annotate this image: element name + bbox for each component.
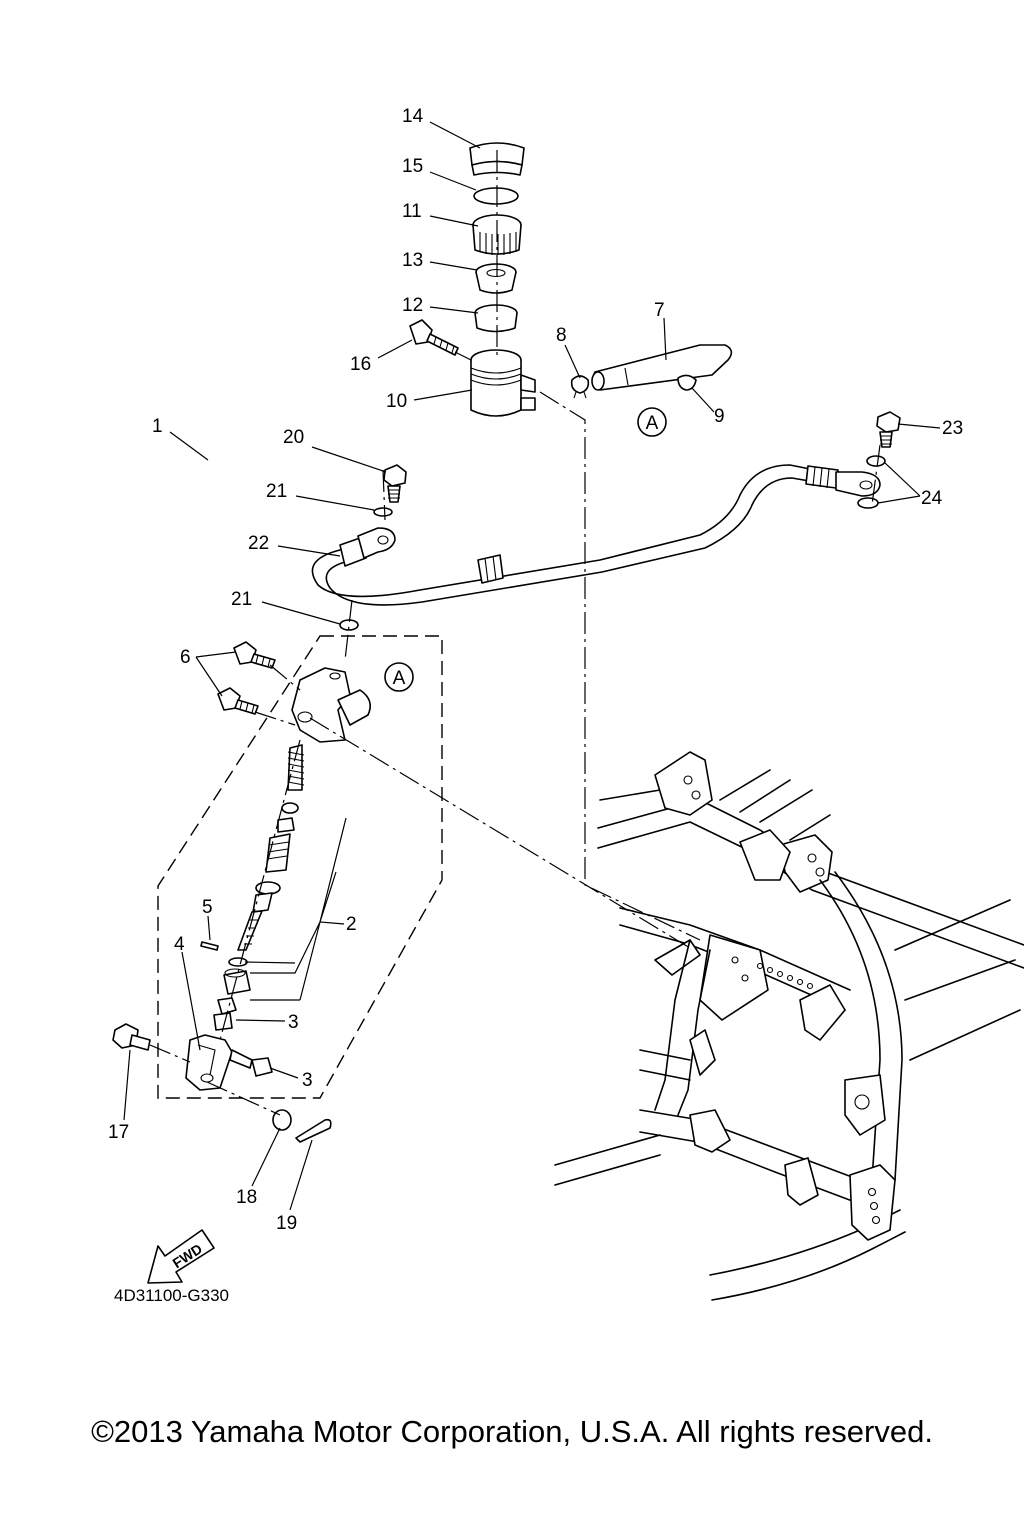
float-12 (474, 304, 518, 333)
reservoir-tank-10 (470, 349, 536, 417)
callout-1: 1 (152, 416, 163, 437)
union-bolt-20 (383, 464, 407, 503)
frame-drawing (554, 751, 1024, 1301)
diagram-part-code: 4D31100-G330 (114, 1286, 229, 1305)
clevis-pin-17 (112, 1023, 151, 1051)
center-line-bolts (254, 664, 301, 726)
diaphragm-13 (475, 263, 517, 294)
callout-4: 4 (174, 934, 185, 955)
clevis-4 (185, 1034, 253, 1091)
callout-15: 15 (402, 156, 423, 177)
copper-washer-21-top (373, 507, 393, 517)
hose-clamp-8 (570, 375, 590, 399)
callout-19: 19 (276, 1213, 297, 1234)
copper-washer-24-bottom (857, 497, 879, 509)
reservoir-hose-7 (591, 344, 733, 391)
center-line-screw (454, 351, 472, 361)
brake-hose-22 (311, 464, 881, 606)
callout-7: 7 (654, 300, 665, 321)
callout-2: 2 (346, 914, 357, 935)
master-cylinder-body (291, 667, 371, 743)
union-bolt-23 (876, 411, 901, 448)
callout-3-top: 3 (288, 1012, 299, 1033)
connector-a-top: A (637, 407, 667, 437)
center-line-clevis-pin (149, 1044, 281, 1116)
copper-washer-24-top (866, 455, 886, 467)
callout-17: 17 (108, 1122, 129, 1143)
nuts-3 (213, 997, 273, 1077)
diaphragm-plate-15 (473, 187, 519, 205)
bolts-6 (217, 641, 276, 715)
center-line-cylinder (309, 717, 691, 949)
callout-23: 23 (942, 418, 963, 439)
center-line-hose-top (382, 469, 386, 521)
center-line-hose-rear (871, 444, 881, 506)
callout-8: 8 (556, 325, 567, 346)
callout-18: 18 (236, 1187, 257, 1208)
callout-22: 22 (248, 533, 269, 554)
hose-clamp-9 (677, 374, 697, 391)
callout-12: 12 (402, 295, 423, 316)
assembly-boundary (157, 635, 443, 1099)
callout-16: 16 (350, 354, 371, 375)
cotter-pin-19 (295, 1118, 332, 1143)
connector-a-label-bottom: A (393, 668, 406, 689)
connector-a-label-top: A (646, 413, 659, 434)
connector-a-bottom: A (384, 662, 414, 692)
center-line-piston (219, 739, 301, 1041)
callout-21-bottom: 21 (231, 589, 252, 610)
callout-13: 13 (402, 250, 423, 271)
screw-16 (409, 319, 459, 356)
leader-lines (123, 121, 941, 1211)
callout-20: 20 (283, 427, 304, 448)
callout-10: 10 (386, 391, 407, 412)
callout-14: 14 (402, 106, 424, 127)
callout-21-top: 21 (266, 481, 287, 502)
copper-washer-21-bottom (339, 619, 359, 631)
callout-3-bottom: 3 (302, 1070, 313, 1091)
washer-18 (272, 1109, 292, 1131)
callout-6: 6 (180, 647, 191, 668)
callout-5: 5 (202, 897, 213, 918)
copyright-notice: ©2013 Yamaha Motor Corporation, U.S.A. A… (91, 1414, 933, 1449)
pin-5 (200, 941, 219, 951)
spring-and-piston-2 (223, 744, 305, 995)
fwd-arrow-icon: FWD (147, 1229, 215, 1284)
callout-11: 11 (402, 201, 422, 222)
center-line-reservoir (539, 391, 701, 941)
callout-labels: 14 15 11 13 12 16 10 8 7 9 20 21 22 21 2… (108, 106, 963, 1234)
callout-24: 24 (921, 488, 943, 509)
center-line-hose-bottom (344, 599, 353, 661)
callout-9: 9 (714, 406, 725, 427)
